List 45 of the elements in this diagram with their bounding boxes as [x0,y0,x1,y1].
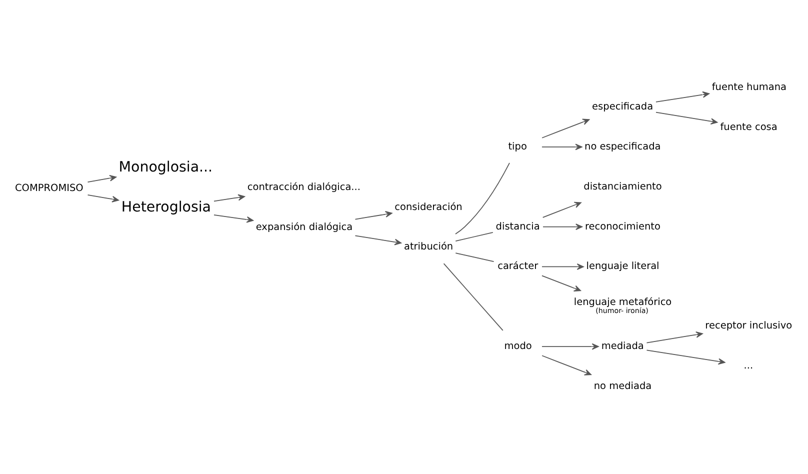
node-text: fuente humana [712,82,787,93]
arrow [87,174,117,183]
arrow [542,118,590,138]
node-text: no especificada [584,141,661,152]
arrow [354,235,402,246]
node-text: no mediada [594,380,652,392]
node-text: Monoglosia... [118,160,213,176]
arrow [214,194,246,202]
arrow [542,343,599,350]
connector [455,232,494,242]
node-text: expansión dialógica [256,222,353,234]
connector [455,252,494,262]
node-text: carácter [498,261,538,272]
arrow [542,263,584,270]
node-text: distancia [496,221,540,232]
arrow [87,194,119,202]
node-text: COMPROMISO [14,183,84,194]
node-text: fuente cosa [720,122,778,133]
node-text: Heteroglosia [121,200,211,216]
node-text: reconocimiento [584,221,660,232]
node-text: receptor inclusivo [705,320,792,332]
node-text: distanciamiento [584,181,662,192]
arrow [542,355,592,376]
connector [455,162,510,234]
connector [443,263,504,331]
node-text: consideración [394,202,462,213]
arrow [354,211,392,220]
node-text: tipo [508,141,527,152]
node-text: lenguaje literal [586,261,660,272]
node-text: mediada [601,341,644,352]
arrow [542,202,582,218]
node-text: modo [504,341,532,352]
arrow [646,350,726,365]
arrow [542,275,581,292]
arrow [656,112,718,125]
arrow [214,214,254,223]
node-text: ... [744,360,754,372]
node-text: atribución [404,242,454,253]
node-text: contracción dialógica... [247,182,360,194]
node-text: lenguaje metafórico (humor- ironía) [574,297,672,315]
arrow [542,224,583,230]
node-text: especificada [592,102,654,113]
arrow [542,144,582,150]
arrow [656,91,710,102]
arrow [646,331,703,344]
